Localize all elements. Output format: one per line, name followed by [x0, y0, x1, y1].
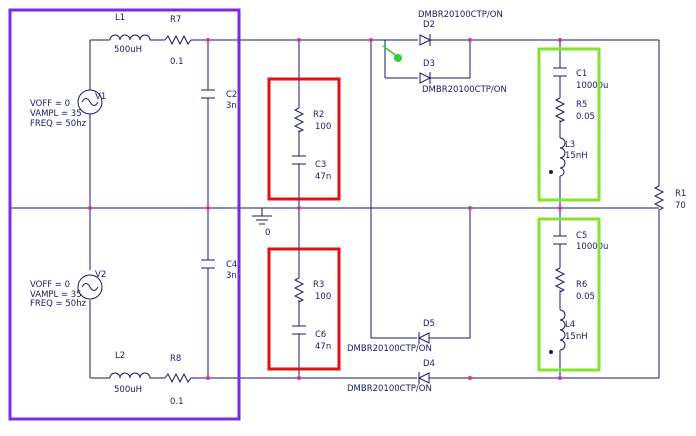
c1-value: 10000u — [576, 81, 608, 91]
capacitor-c2[interactable]: C2 3n — [201, 89, 237, 111]
v2-name: V2 — [95, 270, 106, 280]
upper-snubber-highlight — [267, 77, 341, 201]
c3-name: C3 — [315, 160, 326, 170]
d5-part: DMBR20100CTP/ON — [347, 344, 432, 354]
d4-part: DMBR20100CTP/ON — [347, 384, 432, 394]
r7-name: R7 — [170, 15, 181, 25]
resistor-r6[interactable]: R6 0.05 — [554, 267, 595, 302]
l1-name: L1 — [115, 13, 125, 23]
inductor-l2[interactable]: L2 500uH — [109, 351, 152, 395]
c5-name: C5 — [576, 231, 587, 241]
c6-name: C6 — [315, 330, 326, 340]
r5-value: 0.05 — [576, 112, 595, 122]
c5-value: 10000u — [576, 242, 608, 252]
r5-name: R5 — [576, 100, 587, 110]
resistor-r7[interactable]: R7 0.1 — [164, 15, 192, 67]
v2-voff: VOFF = 0 — [30, 280, 70, 290]
capacitor-c4[interactable]: C4 3n — [201, 259, 237, 281]
c6-value: 47n — [315, 342, 331, 352]
inductor-l3[interactable]: L3 15nH — [549, 137, 588, 177]
resistor-r2[interactable]: R2 100 — [293, 107, 331, 133]
capacitor-c3[interactable]: C3 47n — [292, 155, 331, 182]
d3-part: DMBR20100CTP/ON — [422, 85, 507, 95]
wires — [10, 39, 660, 379]
c4-name: C4 — [226, 260, 237, 270]
diode-d5[interactable]: D5 DMBR20100CTP/ON — [347, 319, 435, 354]
c1-name: C1 — [576, 69, 587, 79]
d2-part: DMBR20100CTP/ON — [418, 10, 503, 20]
diode-d2[interactable]: D2 DMBR20100CTP/ON — [418, 10, 503, 46]
r8-name: R8 — [170, 354, 181, 364]
d5-name: D5 — [423, 319, 435, 329]
capacitor-c6[interactable]: C6 47n — [292, 325, 331, 352]
resistor-r1[interactable]: R1 70 — [653, 185, 686, 212]
diode-d4[interactable]: D4 DMBR20100CTP/ON — [347, 359, 435, 394]
v2-vampl: VAMPL = 35 — [30, 290, 82, 300]
r1-name: R1 — [675, 189, 686, 199]
lower-output-highlight — [537, 217, 601, 372]
resistor-r5[interactable]: R5 0.05 — [554, 97, 595, 123]
junction-dots — [88, 38, 562, 380]
capacitor-c5[interactable]: C5 10000u — [553, 231, 608, 252]
c4-value: 3n — [226, 271, 237, 281]
r2-value: 100 — [315, 122, 331, 132]
source-v2[interactable]: V2 VOFF = 0 VAMPL = 35 FREQ = 50hz — [30, 270, 106, 309]
l1-value: 500uH — [114, 45, 142, 55]
l4-value: 15nH — [565, 332, 588, 342]
r6-name: R6 — [576, 280, 587, 290]
l3-name: L3 — [565, 140, 575, 150]
c2-name: C2 — [226, 90, 237, 100]
r1-value: 70 — [675, 201, 686, 211]
resistor-r8[interactable]: R8 0.1 — [164, 354, 192, 407]
diode-d3[interactable]: D3 DMBR20100CTP/ON — [419, 59, 507, 95]
r6-value: 0.05 — [576, 292, 595, 302]
l2-value: 500uH — [114, 385, 142, 395]
resistor-r3[interactable]: R3 100 — [293, 277, 331, 303]
r3-value: 100 — [315, 292, 331, 302]
r3-name: R3 — [313, 280, 324, 290]
v1-freq: FREQ = 50hz — [30, 119, 87, 129]
inductor-l4[interactable]: L4 15nH — [549, 309, 588, 354]
c2-value: 3n — [226, 101, 237, 111]
ground-symbol[interactable]: 0 — [252, 208, 272, 238]
capacitor-c1[interactable]: C1 10000u — [553, 67, 608, 91]
r2-name: R2 — [313, 110, 324, 120]
v1-vampl: VAMPL = 35 — [30, 109, 82, 119]
r7-value: 0.1 — [170, 57, 184, 67]
lower-snubber-highlight — [267, 247, 341, 371]
l4-name: L4 — [565, 320, 575, 330]
source-group-highlight — [8, 8, 241, 421]
v2-freq: FREQ = 50hz — [30, 299, 87, 309]
v1-name: V1 — [95, 92, 106, 102]
d3-name: D3 — [423, 59, 435, 69]
pointer-cursor-icon — [382, 45, 402, 62]
r8-value: 0.1 — [170, 397, 184, 407]
d4-name: D4 — [423, 359, 435, 369]
ground-label: 0 — [265, 228, 270, 238]
l2-name: L2 — [115, 351, 125, 361]
upper-output-highlight — [537, 47, 601, 202]
v1-voff: VOFF = 0 — [30, 99, 70, 109]
inductor-l1[interactable]: L1 500uH — [109, 13, 152, 55]
c3-value: 47n — [315, 172, 331, 182]
d2-name: D2 — [423, 20, 435, 30]
source-v1[interactable]: V1 VOFF = 0 VAMPL = 35 FREQ = 50hz — [30, 89, 106, 129]
l3-value: 15nH — [565, 151, 588, 161]
